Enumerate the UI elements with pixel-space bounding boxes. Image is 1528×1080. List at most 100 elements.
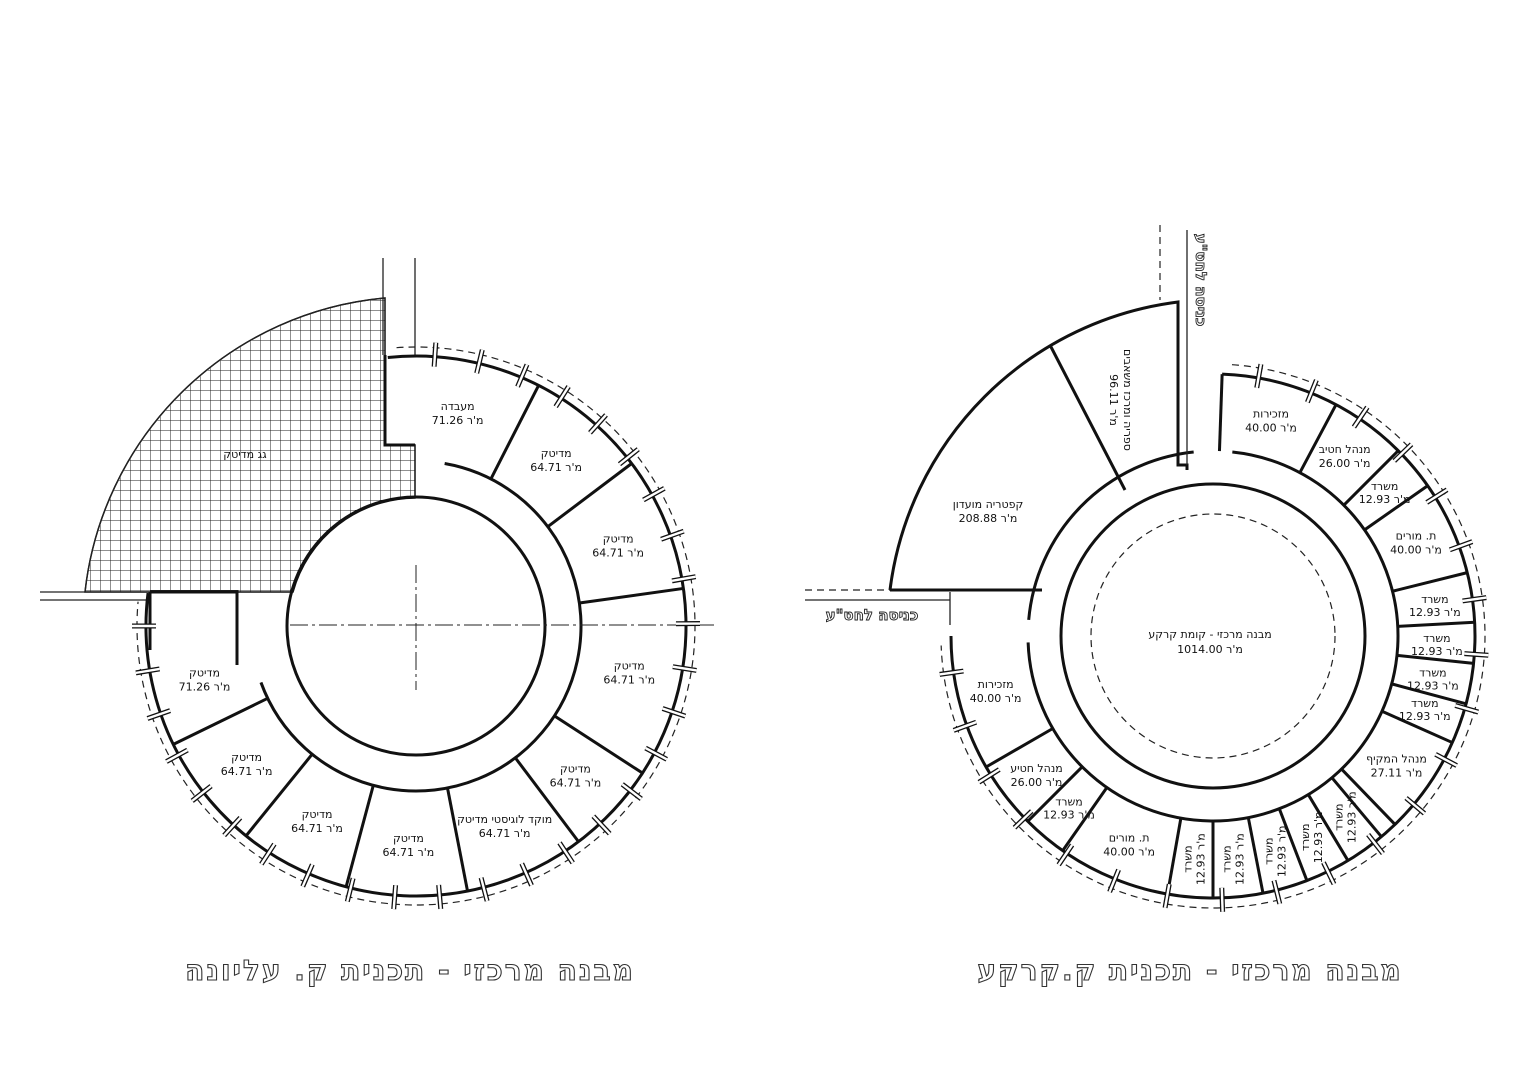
room-area: 12.93 מ'ר: [1359, 493, 1411, 506]
upper-floor-title: מבנה מרכזי - תכנית ק. עליונה: [185, 954, 635, 987]
room-divider: [985, 727, 1054, 769]
library-name: ספריה ומרכז משאבים: [1121, 349, 1134, 451]
room-divider: [1396, 653, 1474, 665]
room-divider: [1246, 817, 1265, 894]
ground-floor-title: מבנה מרכזי - תכנית ק.קרקע: [977, 954, 1402, 987]
window-glass: [953, 721, 977, 732]
room-area: 40.00 מ'ר: [1245, 422, 1297, 435]
window-glass: [1013, 810, 1033, 829]
window-glass: [165, 749, 189, 763]
window-glass: [1393, 443, 1413, 462]
window-glass: [432, 342, 438, 367]
library-label: ספריה ומרכז משאבים 96.11 מ'ר: [1107, 349, 1134, 451]
room-area: 64.71 מ'ר: [530, 461, 582, 474]
room-divider: [553, 714, 644, 775]
window-glass: [437, 884, 442, 910]
room-area: 12.93 מ'ר: [1346, 791, 1359, 843]
window-glass: [475, 349, 484, 374]
room-name: מנהל חטיע: [1010, 762, 1062, 775]
window-glass: [147, 709, 171, 720]
window-glass: [660, 530, 685, 541]
room-divider: [1298, 403, 1338, 474]
room-divider: [1306, 793, 1350, 862]
room-name: משרד: [1371, 480, 1398, 493]
entry-top-label: כניסה לחט"ע: [1192, 234, 1210, 327]
window-glass: [672, 665, 697, 672]
window-glass: [589, 414, 607, 434]
atrium-wall: [285, 495, 547, 757]
window-glass: [1255, 363, 1263, 389]
library-area: 96.11 מ'ר: [1107, 374, 1120, 426]
room-divider: [1397, 620, 1475, 628]
room-divider: [1026, 765, 1084, 823]
room-area: 64.71 מ'ר: [550, 777, 602, 790]
room-name: מדיטק: [231, 751, 262, 764]
room-name: מעבדה: [441, 400, 475, 413]
room-name: מדיטק: [560, 763, 591, 776]
room-name: מדיטק: [541, 447, 572, 460]
window-glass: [301, 863, 314, 887]
window-glass: [558, 842, 574, 864]
window-glass: [1057, 844, 1074, 866]
window-glass: [1352, 406, 1369, 428]
room-divider: [1330, 776, 1383, 838]
room-divider: [1342, 449, 1400, 507]
room-area: 12.93 מ'ר: [1194, 833, 1207, 885]
hall-dashed-line: [1090, 513, 1336, 759]
room-area: 12.93 מ'ר: [1409, 606, 1461, 619]
room-divider: [172, 696, 269, 746]
room-area: 64.71 מ'ר: [479, 827, 531, 840]
cafeteria-inner-wall: [1027, 450, 1194, 621]
room-name: משרד: [1263, 838, 1276, 865]
room-name: מדיטק: [302, 808, 333, 821]
window-glass: [1426, 488, 1448, 504]
outer-dashed-line: [136, 346, 696, 906]
room-divider: [1340, 768, 1397, 826]
window-glass: [939, 669, 964, 676]
window-glass: [621, 783, 643, 800]
room-area: 26.00 מ'ר: [1319, 457, 1371, 470]
window-glass: [135, 667, 160, 675]
room-name: מזכירות: [978, 678, 1014, 691]
window-glass: [392, 885, 397, 910]
room-name: משרד: [1423, 632, 1450, 645]
window-glass: [516, 364, 529, 388]
room-divider: [1392, 571, 1468, 593]
window-glass: [1220, 887, 1224, 912]
roof-garden-hatch: [84, 297, 416, 593]
room-divider: [489, 384, 540, 480]
room-divider: [1363, 484, 1429, 532]
room-area: 12.93 מ'ר: [1276, 825, 1289, 877]
library-divider: [1048, 344, 1127, 491]
roof-edge: [84, 297, 386, 593]
room-area: 64.71 מ'ר: [592, 546, 644, 559]
room-name: מדיטק: [614, 659, 645, 672]
room-name: משרד: [1421, 593, 1448, 606]
window-glass: [1454, 704, 1479, 714]
room-divider: [1217, 374, 1224, 452]
window-glass: [554, 385, 570, 408]
window-glass: [1272, 880, 1281, 905]
room-name: ת. מורים: [1109, 832, 1150, 845]
room-wall: [150, 590, 239, 665]
window-glass: [1108, 869, 1120, 893]
room-divider: [1061, 786, 1109, 852]
window-glass: [223, 816, 242, 837]
